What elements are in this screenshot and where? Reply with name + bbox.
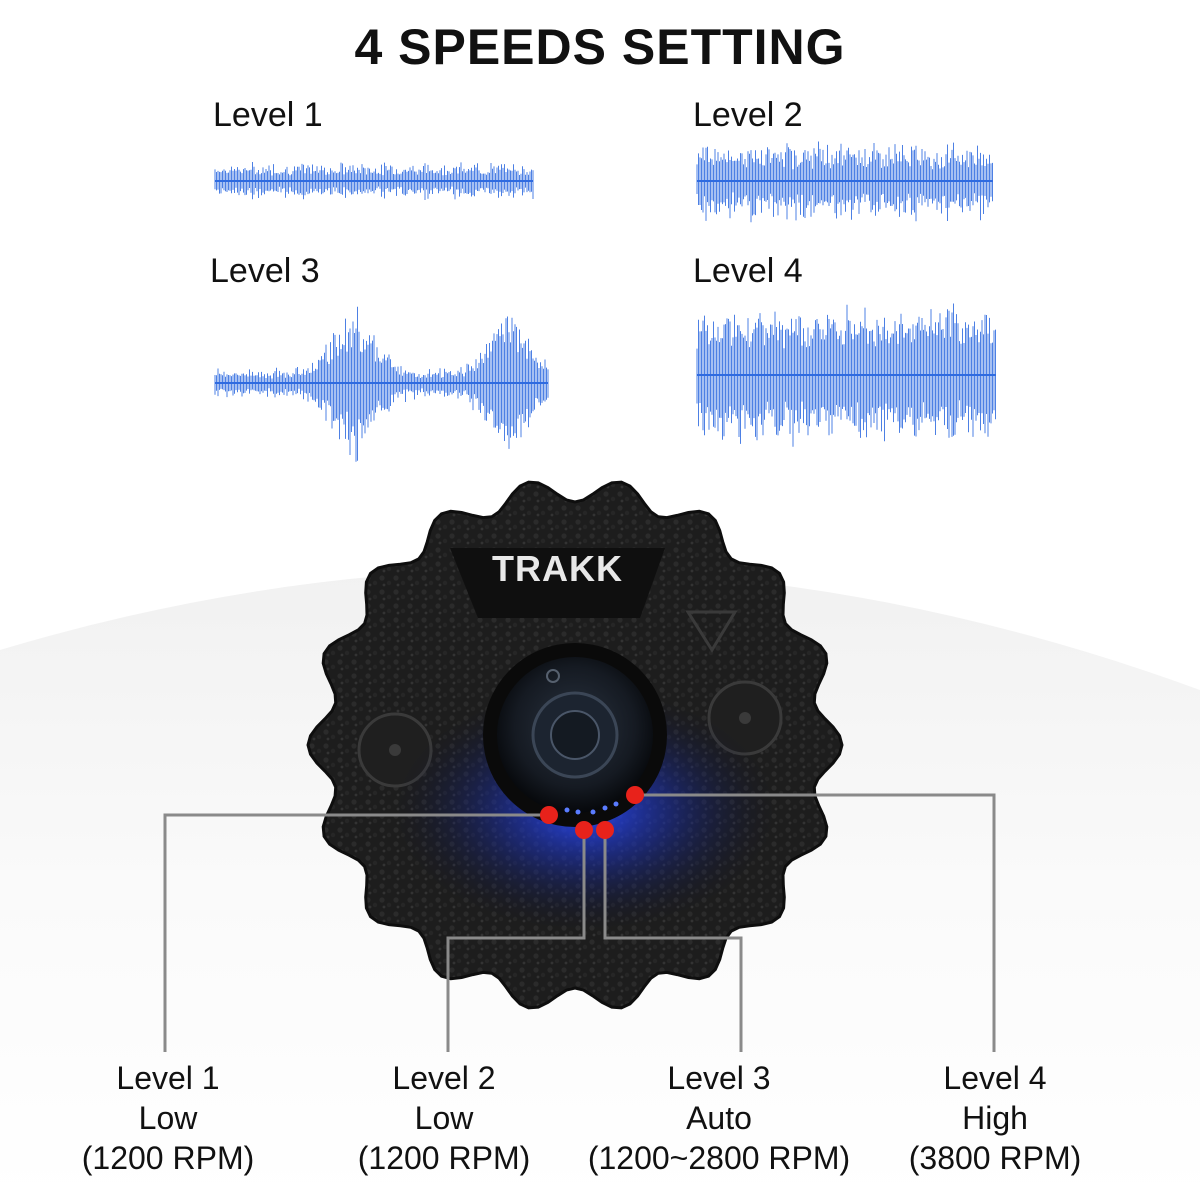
- waveform-label-level-1: Level 1: [213, 96, 323, 134]
- waveform-trace: [214, 306, 549, 462]
- callout-mode: High: [962, 1100, 1028, 1136]
- callout-mode: Low: [414, 1100, 474, 1136]
- leader-line-level-3: [603, 830, 743, 1052]
- waveform-level-2: [696, 141, 993, 223]
- waveform-label-level-3: Level 3: [210, 252, 320, 290]
- callout-rpm: (1200 RPM): [81, 1140, 255, 1176]
- leader-line-level-4: [635, 793, 996, 1052]
- brand-badge: [450, 548, 665, 618]
- brand-logo: TRAKK: [492, 548, 623, 589]
- leader-lines: [163, 793, 996, 1052]
- emblem-icon: [685, 610, 738, 653]
- waveform-label-level-4: Level 4: [693, 252, 803, 290]
- waveform-level-3: [214, 306, 549, 462]
- callout-mode: Auto: [686, 1100, 752, 1136]
- massage-ball: [306, 480, 844, 1010]
- callout-level-2: Level 2 Low (1200 RPM): [294, 1058, 594, 1178]
- callout-rpm: (3800 RPM): [908, 1140, 1082, 1176]
- page-title: 4 SPEEDS SETTING: [354, 19, 846, 75]
- indicator-dot-level-2: [575, 821, 593, 839]
- indicator-dot-level-4: [626, 786, 644, 804]
- callout-rpm: (1200 RPM): [357, 1140, 531, 1176]
- callout-level: Level 2: [392, 1060, 496, 1096]
- callout-level: Level 1: [116, 1060, 220, 1096]
- waveform-label-level-2: Level 2: [693, 96, 803, 134]
- leader-line-level-1: [163, 813, 549, 1052]
- leader-line-level-2: [446, 830, 586, 1052]
- callout-level-4: Level 4 High (3800 RPM): [845, 1058, 1145, 1178]
- callout-rpm: (1200~2800 RPM): [587, 1140, 851, 1176]
- indicator-dot-level-1: [540, 806, 558, 824]
- indicator-dot-level-3: [596, 821, 614, 839]
- callout-level-3: Level 3 Auto (1200~2800 RPM): [569, 1058, 869, 1178]
- callout-level-1: Level 1 Low (1200 RPM): [18, 1058, 318, 1178]
- waveform-level-4: [696, 303, 996, 447]
- callout-mode: Low: [138, 1100, 198, 1136]
- speed-indicator-dots: [540, 786, 644, 839]
- callout-level: Level 3: [667, 1060, 771, 1096]
- callout-level: Level 4: [943, 1060, 1047, 1096]
- waveform-level-1: [214, 162, 534, 200]
